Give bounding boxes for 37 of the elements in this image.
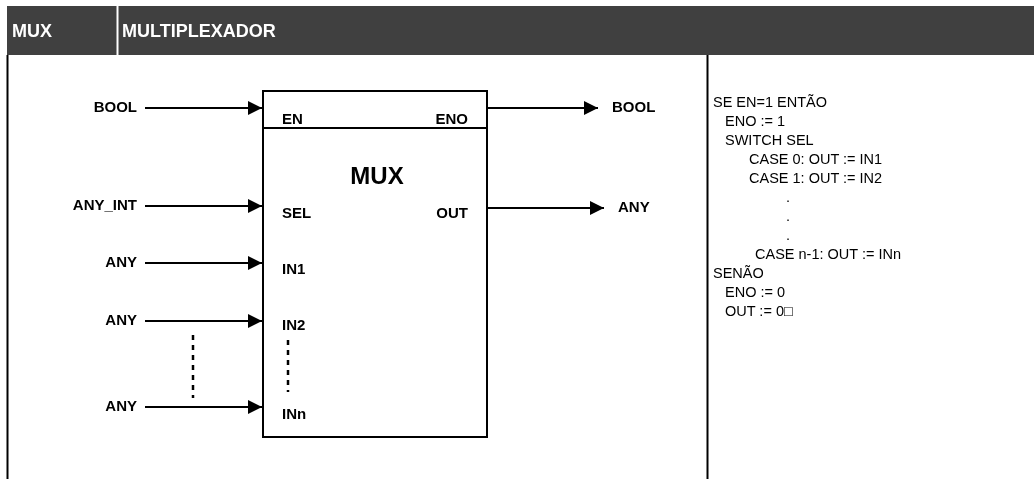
pin-label: INn [282, 405, 307, 423]
type-label: BOOL [93, 98, 137, 116]
arrow [144, 256, 263, 270]
code-line: ENO := 0 [725, 283, 786, 301]
type-label: ANY [618, 198, 650, 216]
code-line: CASE n-1: OUT := INn [755, 245, 901, 263]
type-label: ANY_INT [72, 196, 137, 214]
pin-label: ENO [435, 110, 468, 128]
code-line: SE EN=1 ENTÃO [713, 93, 828, 111]
arrow [144, 199, 263, 213]
block-name: MUX [12, 20, 52, 42]
pin-label: IN2 [282, 316, 306, 334]
arrow [487, 101, 599, 115]
arrow [144, 101, 263, 115]
pin-label: IN1 [282, 260, 306, 278]
code-line: CASE 0: OUT := IN1 [749, 150, 883, 168]
function-block [262, 90, 488, 438]
type-label: ANY [105, 253, 137, 271]
ellipsis-dot: . [786, 207, 791, 225]
arrow [144, 314, 263, 328]
code-line: ENO := 1 [725, 112, 786, 130]
arrow [487, 201, 605, 215]
block-title: MUX [349, 162, 405, 190]
ellipsis-dot: . [786, 188, 791, 206]
block-description: MULTIPLEXADOR [122, 20, 276, 42]
pin-label: SEL [282, 204, 312, 222]
pin-label: EN [282, 110, 303, 128]
code-line: SWITCH SEL [725, 131, 814, 149]
type-label: ANY [105, 311, 137, 329]
ellipsis-dot: . [786, 226, 791, 244]
type-label: ANY [105, 397, 137, 415]
code-line: SENÃO [713, 264, 764, 282]
pin-label: OUT [436, 204, 468, 222]
type-label: BOOL [612, 98, 656, 116]
code-line: OUT := 0□ [725, 302, 793, 320]
arrow [144, 400, 263, 414]
code-line: CASE 1: OUT := IN2 [749, 169, 883, 187]
